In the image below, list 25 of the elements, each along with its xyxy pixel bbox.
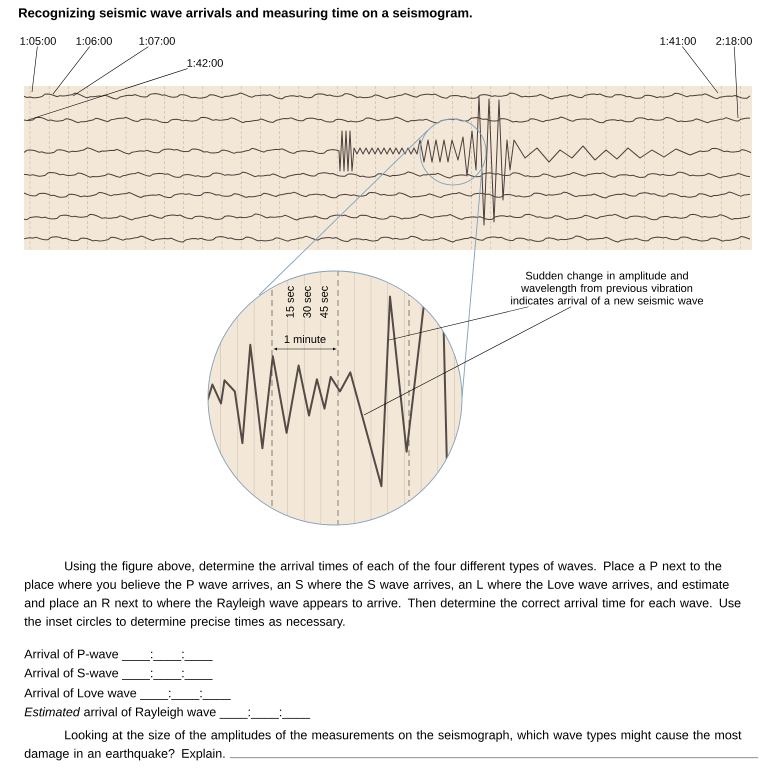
leader-line (52, 46, 90, 94)
leader-line (72, 46, 149, 96)
title: Recognizing seismic wave arrivals and measuring time on a seismogram. (19, 8, 472, 20)
time-scale-label: 30 sec (302, 285, 312, 319)
leader-line (32, 46, 38, 92)
time-label: 1:41:00 (660, 37, 696, 45)
paragraph: Using the figure above, determine the arrival times of each of the four different types of waves. Place a P next to the place where you believe the P wave arrives, an S where the S wave arrives, an L where the Love wave arrives, and estimate and place an R next to where the Rayleigh wave appears to arrive. Then determine the correct arrival time for each wave. Use the inset circles to determine precise times as necessary. (24, 561, 741, 628)
time-scale-label: 45 sec (320, 285, 328, 319)
time-label: 1:05:00 (20, 37, 56, 45)
answer-line: Arrival of P-wave ____:____:____ (24, 649, 213, 661)
time-label: 1:06:00 (76, 37, 112, 45)
time-scale-label: 15 sec (286, 285, 294, 319)
callout-text: Sudden change in amplitude and wavelength from previous vibration indicates arrival of a new seismic wave (511, 271, 704, 305)
time-label: 1:07:00 (139, 37, 175, 45)
question-text: Looking at the size of the amplitudes of the measurements on the seismograph, which wave types might cause the most damage in an earthquake? Explain. (24, 730, 759, 760)
time-label: 1:42:00 (187, 59, 223, 67)
leader-line (364, 306, 572, 416)
answer-line: Arrival of Love wave ____:____:____ (24, 688, 231, 700)
answer-line: Estimated arrival of Rayleigh wave ____:____:____ (24, 707, 310, 719)
time-label: 2:18:00 (716, 37, 752, 45)
leader-line (734, 46, 738, 118)
leader-line (682, 46, 718, 94)
answer-line: Arrival of S-wave ____:____:____ (24, 668, 213, 680)
leader-line (28, 68, 188, 120)
leader-line (388, 306, 529, 340)
